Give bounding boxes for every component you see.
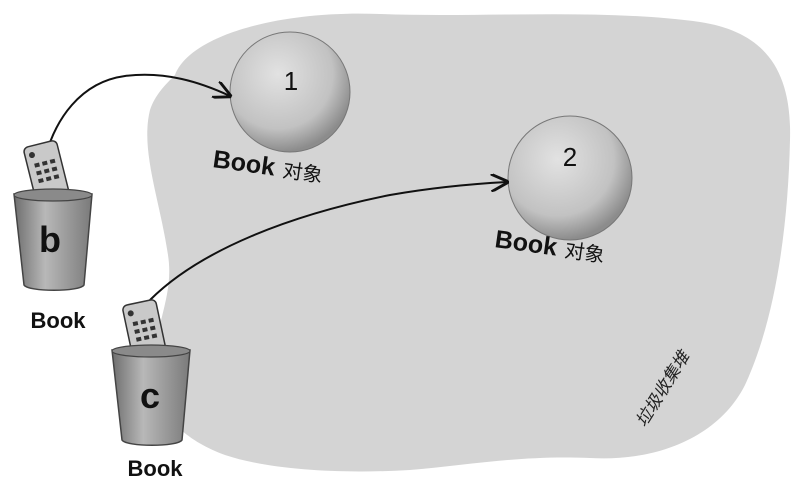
object-ball: [507, 115, 633, 241]
reference-arrow-c: [149, 182, 507, 301]
cup-variable-name: b: [39, 219, 61, 260]
reference-arrow-b: [44, 73, 230, 159]
cup-shape: [111, 349, 191, 446]
cup-variable-name: c: [140, 375, 160, 416]
remote-control-icon: [23, 140, 70, 204]
cup-type-label: Book: [31, 308, 87, 333]
cup-type-label: Book: [128, 456, 184, 481]
reference-cup-c: c Book: [111, 299, 191, 481]
object-number: 2: [563, 142, 577, 172]
cup-shape: [13, 193, 93, 291]
object-number: 1: [284, 66, 298, 96]
reference-cup-b: b Book: [13, 140, 93, 333]
